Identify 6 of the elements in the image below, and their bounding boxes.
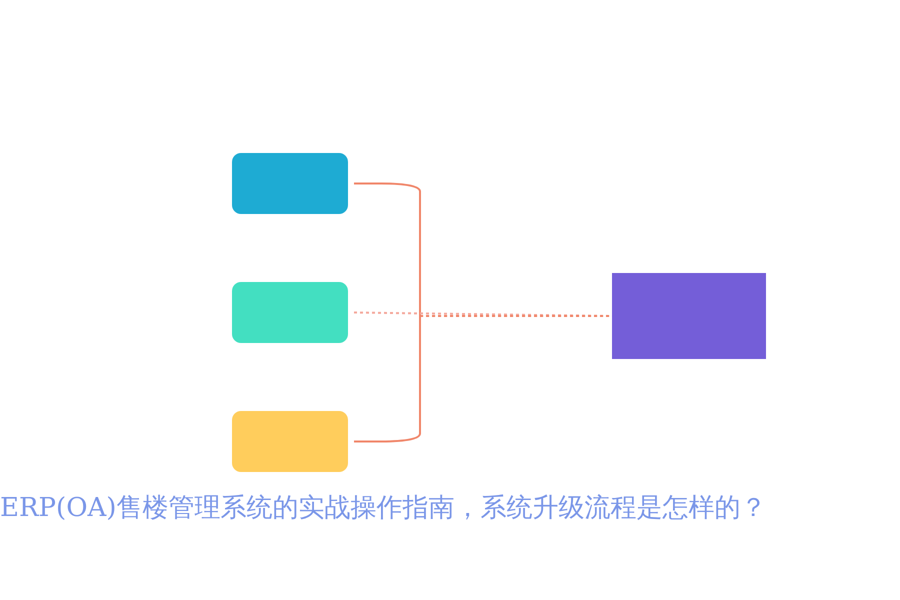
process-box: [232, 411, 348, 472]
process-box: [612, 273, 766, 359]
connector-line: [354, 315, 612, 442]
process-box: [232, 153, 348, 214]
title: ERP(OA)售楼管理系统的实战操作指南，系统升级流程是怎样的？: [0, 492, 766, 525]
process-box: [232, 282, 348, 343]
